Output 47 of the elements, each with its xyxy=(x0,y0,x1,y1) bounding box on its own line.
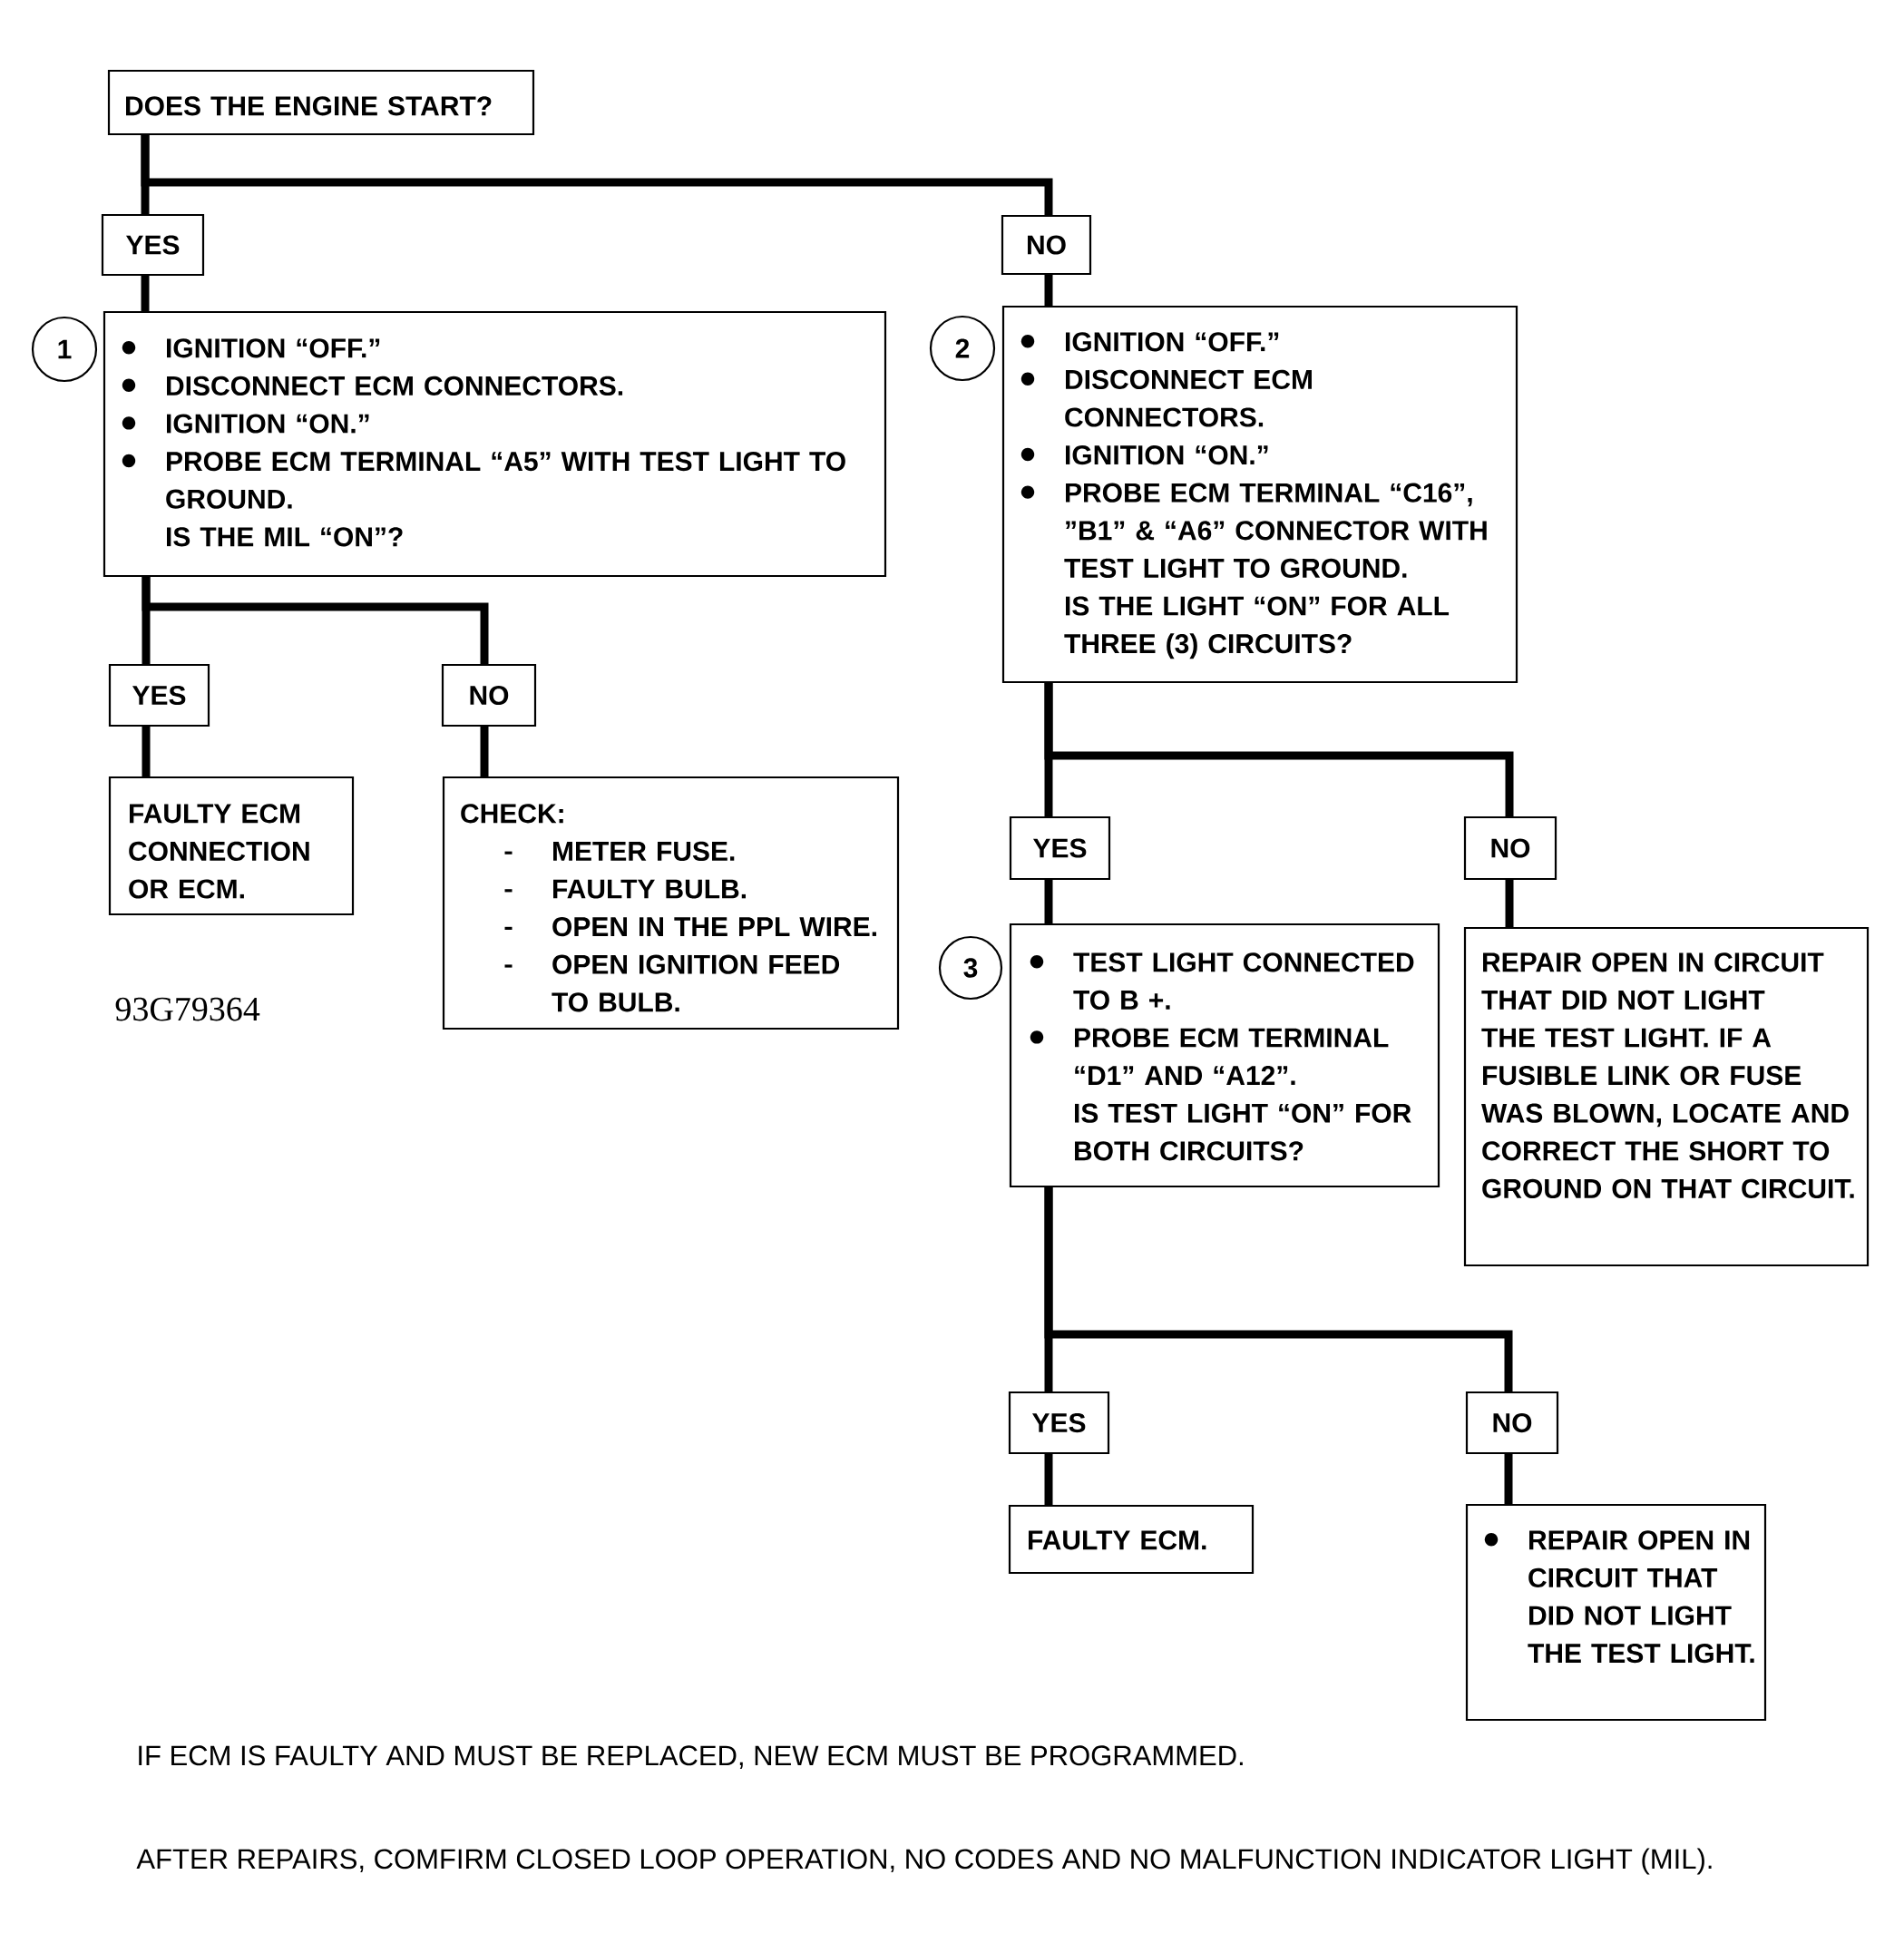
connector-line xyxy=(1505,879,1514,928)
note-text: AFTER REPAIRS, COMFIRM CLOSED LOOP OPERATION, NO CODES AND NO MALFUNCTION INDICATOR LIGHT (MIL). xyxy=(136,1848,1712,1875)
result-box: FAULTY ECM. xyxy=(1008,1504,1255,1575)
branch-box: NO xyxy=(1001,214,1092,276)
node-label: IGNITION “ON.” xyxy=(167,414,369,434)
connector-line xyxy=(480,726,489,777)
node-label: DISCONNECT ECM CONNECTORS. xyxy=(1065,369,1312,427)
node-label: PROBE ECM TERMINAL “A5” WITH TEST LIGHT TO GROUND. xyxy=(166,451,845,509)
connector-line xyxy=(1044,682,1514,817)
node-label: OPEN IGNITION FEED TO BULB. xyxy=(552,954,840,1012)
branch-box: NO xyxy=(1463,815,1557,881)
note-text: IF ECM IS FAULTY AND MUST BE REPLACED, NEW ECM MUST BE PROGRAMMED. xyxy=(139,1745,1243,1769)
branch-box: NO xyxy=(1465,1391,1559,1455)
node-label: IGNITION “ON.” xyxy=(1066,444,1268,465)
result-box: REPAIR OPEN IN CIRCUIT THAT DID NOT LIGHT THE TEST LIGHT. IF A FUSIBLE LINK OR FUSE WAS BLOWN, LOCATE AND CORRECT THE SHORT TO GROUND ON THAT CIRCUIT. xyxy=(1463,926,1870,1267)
connector-line xyxy=(142,726,151,777)
node-label: PROBE ECM TERMINAL “C16”, ”B1” & “A6” CONNECTOR WITH TEST LIGHT TO GROUND. xyxy=(1064,483,1487,579)
result-box: REPAIR OPEN IN CIRCUIT THAT DID NOT LIGHT THE TEST LIGHT. xyxy=(1465,1503,1767,1722)
node-label: FAULTY BULB. xyxy=(553,879,746,899)
node-label: IS THE LIGHT “ON” FOR ALL THREE (3) CIRCUITS? xyxy=(1064,596,1450,659)
connector-line xyxy=(1044,274,1053,307)
node-label: IGNITION “OFF.” xyxy=(1066,332,1279,352)
connector-line xyxy=(1044,1186,1513,1392)
step-box: IGNITION “OFF.” DISCONNECT ECM CONNECTORS. IGNITION “ON.” PROBE ECM TERMINAL “A5” WITH TEST LIGHT TO GROUND. IS THE MIL “ON”? xyxy=(103,310,887,578)
step-box: IGNITION “OFF.” DISCONNECT ECM CONNECTORS. IGNITION “ON.” PROBE ECM TERMINAL “C16”, ”B1” & “A6” CONNECTOR WITH TEST LIGHT TO GROUND. IS THE LIGHT “ON” FOR ALL THREE (3) CIRCUITS? xyxy=(1001,305,1518,684)
connector-line xyxy=(1044,879,1053,924)
connector-line xyxy=(1044,1453,1053,1506)
node-label: CHECK: xyxy=(461,804,563,824)
branch-box: YES xyxy=(1009,815,1111,881)
connector-line xyxy=(141,275,150,312)
connector-line xyxy=(1504,1453,1513,1505)
figure-code: 93G79364 xyxy=(115,997,260,1021)
node-label: OPEN IN THE PPL WIRE. xyxy=(552,916,876,937)
node-label: IS THE MIL “ON”? xyxy=(167,527,403,547)
node-label: METER FUSE. xyxy=(553,841,735,862)
step-box: TEST LIGHT CONNECTED TO B +. PROBE ECM TERMINAL “D1” AND “A12”. IS TEST LIGHT “ON” FOR BOTH CIRCUITS? xyxy=(1009,923,1440,1188)
branch-box: YES xyxy=(101,213,205,277)
result-box: FAULTY ECM CONNECTION OR ECM. xyxy=(108,776,355,916)
result-box: CHECK: METER FUSE. FAULTY BULB. OPEN IN THE PPL WIRE. OPEN IGNITION FEED TO BULB. xyxy=(442,776,900,1030)
connector-line xyxy=(141,134,1053,216)
branch-box: YES xyxy=(1008,1391,1110,1455)
branch-box: NO xyxy=(441,663,537,727)
node-label: IGNITION “OFF.” xyxy=(167,338,380,358)
question-box: DOES THE ENGINE START? xyxy=(107,69,535,136)
branch-box: YES xyxy=(108,663,210,727)
node-label: DISCONNECT ECM CONNECTORS. xyxy=(167,376,623,396)
connector-line xyxy=(142,576,489,665)
